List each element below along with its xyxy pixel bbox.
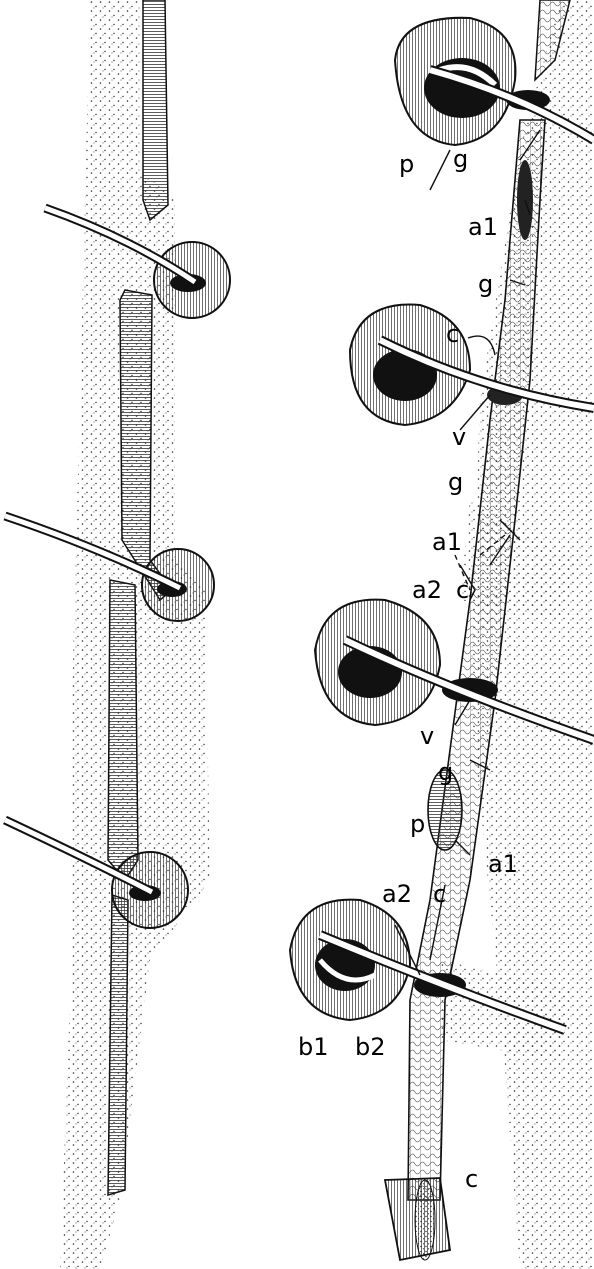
label-g-low: g (438, 758, 453, 786)
right-bottom-core (415, 1180, 435, 1260)
label-a1-top: a1 (468, 213, 498, 241)
label-a1-mid: a1 (432, 528, 462, 556)
label-b1: b1 (298, 1033, 329, 1061)
label-g-upper2: g (478, 270, 493, 298)
label-p-top: p (399, 150, 414, 178)
right-follicle-3 (315, 600, 440, 725)
left-specimen (5, 0, 230, 1269)
label-a1-low: a1 (488, 850, 518, 878)
label-a2-mid: a2 (412, 576, 442, 604)
label-c-bottom: c (465, 1165, 478, 1193)
label-g-top: g (453, 145, 468, 173)
label-v-mid: v (420, 722, 434, 750)
left-epidermis-top (143, 0, 168, 220)
left-epidermis-low (108, 580, 138, 880)
left-epidermis-bottom (108, 895, 128, 1195)
label-v-upper: v (452, 423, 466, 451)
label-a2-low: a2 (382, 880, 412, 908)
label-c-mid: c (456, 576, 469, 604)
label-b2: b2 (355, 1033, 386, 1061)
label-c-upper: c (446, 320, 459, 348)
label-p-low: p (410, 810, 425, 838)
right-specimen: p g a1 g c v g a1 a2 c v g p a1 a2 c b1 … (290, 0, 594, 1269)
label-g-mid: g (448, 468, 463, 496)
label-c-low: c (433, 880, 446, 908)
